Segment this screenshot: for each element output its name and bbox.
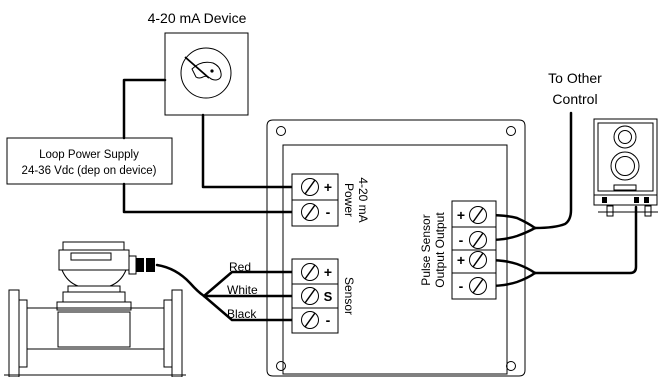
wire-red — [202, 270, 298, 298]
sensor-terminal-sign: - — [326, 312, 331, 328]
terminal-screw-icon — [301, 263, 319, 281]
pulse-terminal-sign: + — [457, 252, 465, 268]
wire-supply-to-power-minus — [122, 182, 298, 214]
power-terminal-sign: + — [324, 179, 332, 195]
remote-display-icon — [593, 118, 658, 217]
wires — [122, 78, 638, 322]
loop-supply-line1: Loop Power Supply — [39, 149, 139, 161]
loop-supply-line2: 24-36 Vdc (dep on device) — [22, 165, 157, 177]
sensor-terminal-sign: + — [324, 264, 332, 280]
device-4-20ma: 4-20 mA Device — [148, 10, 249, 116]
wire-color-label: Red — [229, 260, 251, 274]
wire-to-display — [533, 205, 638, 275]
pulse-terminal-sign: - — [459, 232, 464, 248]
wire-pulse-out2-plus — [485, 258, 537, 275]
sensor-terminal-sign: S — [324, 289, 333, 304]
wire-pulse-out1-plus — [485, 213, 537, 230]
power-terminal-block: + - Power 4-20 mA — [291, 173, 370, 227]
wire-device-to-power-plus — [201, 113, 298, 189]
power-label-line1: Power — [342, 183, 356, 217]
terminal-screw-icon — [469, 231, 487, 249]
mounting-hole — [276, 361, 286, 371]
terminal-screw-icon — [301, 203, 319, 221]
flow-meter-icon — [4, 241, 186, 377]
terminal-screw-icon — [469, 206, 487, 224]
mounting-hole — [506, 361, 516, 371]
other-control-line1: To Other — [548, 70, 602, 86]
wire-sensor-cable — [155, 263, 206, 298]
power-label-line2: 4-20 mA — [356, 177, 370, 222]
loop-power-supply: Loop Power Supply 24-36 Vdc (dep on devi… — [6, 137, 173, 185]
wire-color-label: White — [227, 283, 258, 297]
mounting-hole — [506, 126, 516, 136]
terminal-screw-icon — [301, 287, 319, 305]
terminal-screw-icon — [469, 277, 487, 295]
wire-color-label: Black — [227, 307, 257, 321]
other-control-label: To Other Control — [548, 70, 602, 107]
pulse-terminal-block: + - + - Pulse Sensor Output Output — [419, 200, 497, 300]
other-control-line2: Control — [552, 91, 597, 107]
device-title: 4-20 mA Device — [148, 10, 247, 26]
sensor-label: Sensor — [342, 277, 356, 315]
terminal-screw-icon — [301, 178, 319, 196]
gauge-icon — [180, 47, 232, 99]
pulse-terminal-sign: + — [457, 207, 465, 223]
sensor-terminal-block: + S - Sensor — [291, 258, 356, 334]
wire-to-other-control — [533, 111, 573, 230]
wire-supply-to-device — [122, 78, 167, 140]
enclosure — [266, 119, 526, 377]
terminal-screw-icon — [301, 311, 319, 329]
terminal-screw-icon — [469, 251, 487, 269]
wire-black — [202, 294, 298, 322]
power-terminal-sign: - — [326, 204, 331, 220]
mounting-hole — [276, 126, 286, 136]
pulse-label-line2: Output Output — [433, 212, 447, 288]
pulse-label-line1: Pulse Sensor — [419, 214, 433, 285]
pulse-terminal-sign: - — [459, 278, 464, 294]
wire-pulse-out2-minus — [485, 271, 537, 288]
wire-pulse-out1-minus — [485, 226, 537, 242]
